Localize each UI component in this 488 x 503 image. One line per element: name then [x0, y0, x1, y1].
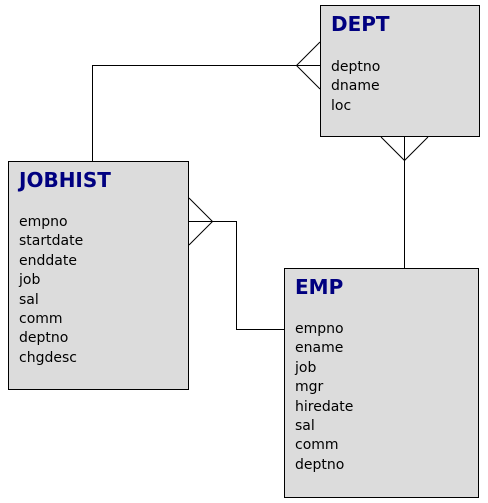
dept-attribute: dname	[331, 78, 380, 95]
jobhist-dept-relationship-line	[92, 65, 320, 161]
dept-attribute-list: deptno dname loc	[331, 58, 380, 116]
jobhist-attribute: comm	[19, 311, 63, 328]
dept-crows-foot-icon	[295, 41, 321, 90]
emp-attribute: hiredate	[295, 398, 354, 415]
jobhist-attribute: deptno	[19, 330, 69, 347]
jobhist-attribute: chgdesc	[19, 349, 77, 366]
emp-attribute: mgr	[295, 379, 324, 396]
dept-attribute: loc	[331, 97, 352, 114]
jobhist-entity-title: JOBHIST	[19, 168, 111, 192]
emp-attribute: deptno	[295, 456, 345, 473]
dept-attribute: deptno	[331, 59, 381, 75]
emp-attribute: comm	[295, 437, 339, 454]
jobhist-attribute: startdate	[19, 233, 84, 250]
emp-jobhist-relationship-line	[189, 221, 284, 330]
emp-attribute: job	[295, 359, 317, 376]
jobhist-entity[interactable]: JOBHIST empno startdate enddate job sal …	[8, 161, 189, 390]
emp-attribute: ename	[295, 340, 344, 357]
dept-bottom-crows-foot-icon	[380, 136, 429, 162]
jobhist-attribute-list: empno startdate enddate job sal comm dep…	[19, 213, 83, 368]
dept-entity-title: DEPT	[331, 12, 390, 36]
jobhist-attribute: enddate	[19, 252, 77, 269]
jobhist-attribute: job	[19, 272, 41, 289]
jobhist-attribute: empno	[19, 214, 68, 230]
emp-entity-title: EMP	[295, 275, 344, 299]
emp-entity[interactable]: EMP empno ename job mgr hiredate sal com…	[284, 268, 479, 498]
emp-attribute: empno	[295, 321, 344, 337]
jobhist-attribute: sal	[19, 291, 39, 308]
jobhist-crows-foot-icon	[188, 197, 214, 246]
emp-attribute: sal	[295, 418, 315, 435]
dept-entity[interactable]: DEPT deptno dname loc	[320, 5, 480, 137]
emp-attribute-list: empno ename job mgr hiredate sal comm de…	[295, 320, 353, 475]
